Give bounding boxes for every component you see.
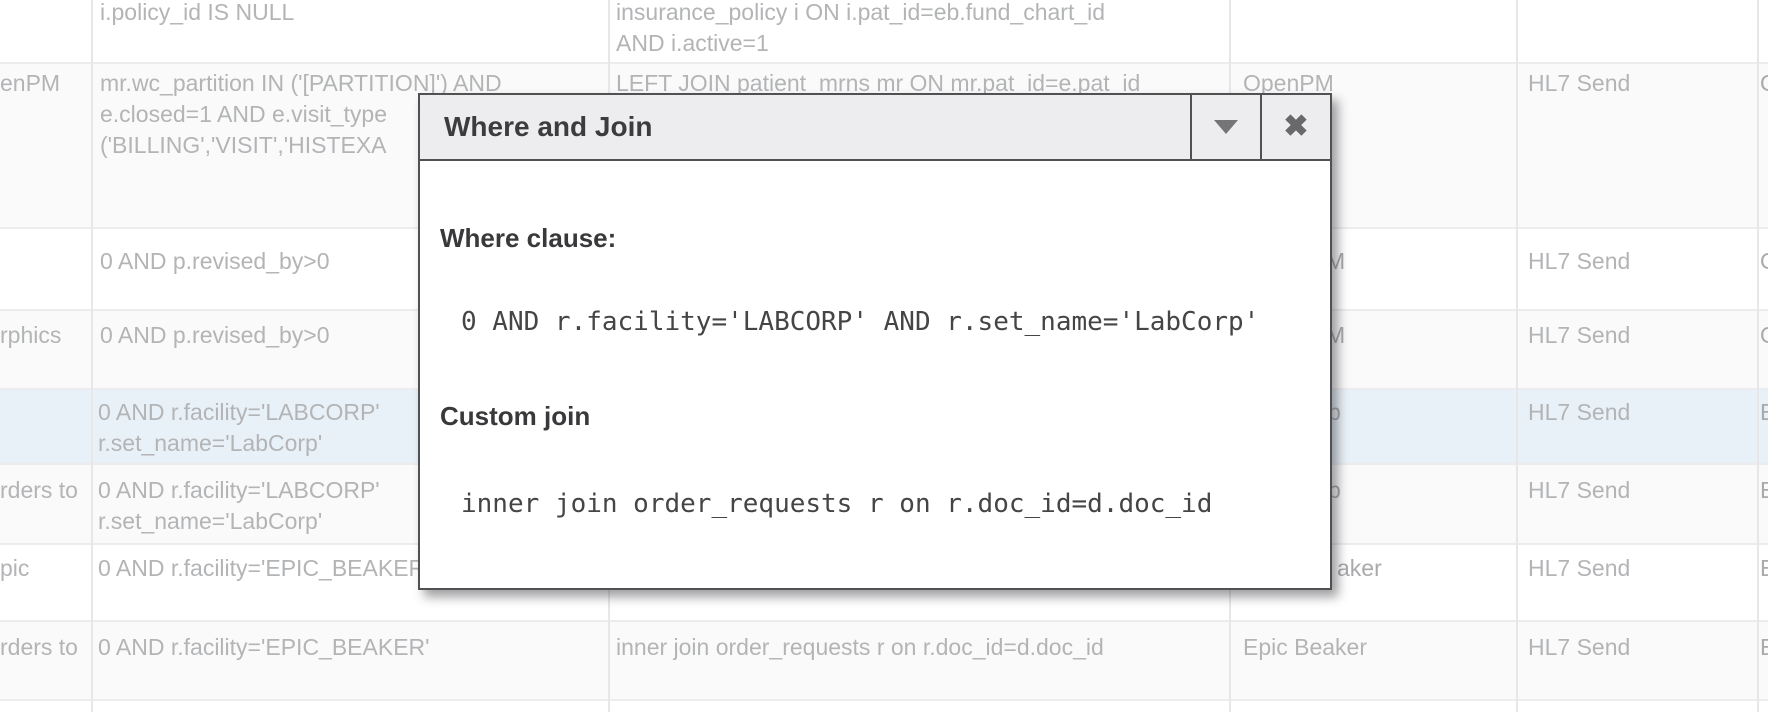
cell-where: 0 AND p.revised_by>0 (100, 322, 330, 348)
cell-edge-fragment: E (1760, 634, 1768, 660)
cell-source: Epic Beaker (1243, 634, 1368, 660)
where-and-join-dialog: Where and Join ✖ Where clause: 0 AND r.f… (418, 93, 1332, 590)
cell-name: rders to (0, 477, 78, 503)
cell-where: e.closed=1 AND e.visit_type (100, 101, 388, 127)
cell-action: HL7 Send (1528, 70, 1631, 96)
cell-where: 0 AND r.facility='EPIC_BEAKER' (98, 634, 430, 660)
cell-name: rders to (0, 634, 78, 660)
custom-join-label: Custom join (440, 401, 591, 431)
cell-edge-fragment: E (1760, 555, 1768, 581)
cell-action: HL7 Send (1528, 399, 1631, 425)
column-divider (1516, 0, 1518, 712)
column-divider (1757, 0, 1759, 712)
table-row[interactable] (0, 699, 1768, 712)
table-row[interactable] (0, 0, 1768, 62)
cell-where: 0 AND r.facility='LABCORP' (98, 399, 380, 425)
cell-action: HL7 Send (1528, 555, 1631, 581)
cell-where: r.set_name='LabCorp' (98, 430, 323, 456)
triangle-down-icon (1214, 120, 1238, 134)
cell-source-fragment: aker (1337, 555, 1382, 581)
close-button[interactable]: ✖ (1260, 95, 1330, 159)
cell-where: ('BILLING','VISIT','HISTEXA (100, 132, 387, 158)
cell-action: HL7 Send (1528, 477, 1631, 503)
cell-where: 0 AND r.facility='LABCORP' (98, 477, 380, 503)
cell-where: 0 AND r.facility='EPIC_BEAKER' (98, 555, 430, 581)
minimize-button[interactable] (1190, 95, 1260, 159)
cell-edge-fragment: E (1760, 477, 1768, 503)
cell-name: enPM (0, 70, 61, 96)
close-icon: ✖ (1283, 110, 1309, 143)
custom-join-value: inner join order_requests r on r.doc_id=… (461, 489, 1213, 519)
cell-where: mr.wc_partition IN ('[PARTITION]') AND (100, 70, 502, 96)
cell-where: i.policy_id IS NULL (100, 0, 295, 25)
cell-name: pic (0, 555, 30, 581)
cell-join: insurance_policy i ON i.pat_id=eb.fund_c… (616, 0, 1106, 25)
cell-edge-fragment: O (1760, 246, 1768, 277)
dialog-titlebar[interactable]: Where and Join ✖ (420, 95, 1330, 161)
cell-where: r.set_name='LabCorp' (98, 508, 323, 534)
cell-action: HL7 Send (1528, 634, 1631, 660)
dialog-title: Where and Join (444, 111, 653, 142)
cell-name: rphics (0, 322, 62, 348)
cell-source: OpenPM (1243, 70, 1334, 96)
cell-join: AND i.active=1 (616, 30, 769, 56)
cell-edge-fragment: O (1760, 320, 1768, 351)
where-clause-value: 0 AND r.facility='LABCORP' AND r.set_nam… (461, 307, 1260, 337)
where-clause-label: Where clause: (440, 223, 617, 253)
cell-action: HL7 Send (1528, 248, 1631, 274)
cell-join: inner join order_requests r on r.doc_id=… (616, 634, 1104, 660)
cell-action: HL7 Send (1528, 322, 1631, 348)
cell-edge-fragment: O (1760, 68, 1768, 99)
column-divider (91, 0, 93, 712)
cell-where: 0 AND p.revised_by>0 (100, 248, 330, 274)
table-row[interactable] (0, 620, 1768, 699)
cell-join: LEFT JOIN patient_mrns mr ON mr.pat_id=e… (616, 70, 1141, 96)
cell-edge-fragment: E (1760, 399, 1768, 425)
